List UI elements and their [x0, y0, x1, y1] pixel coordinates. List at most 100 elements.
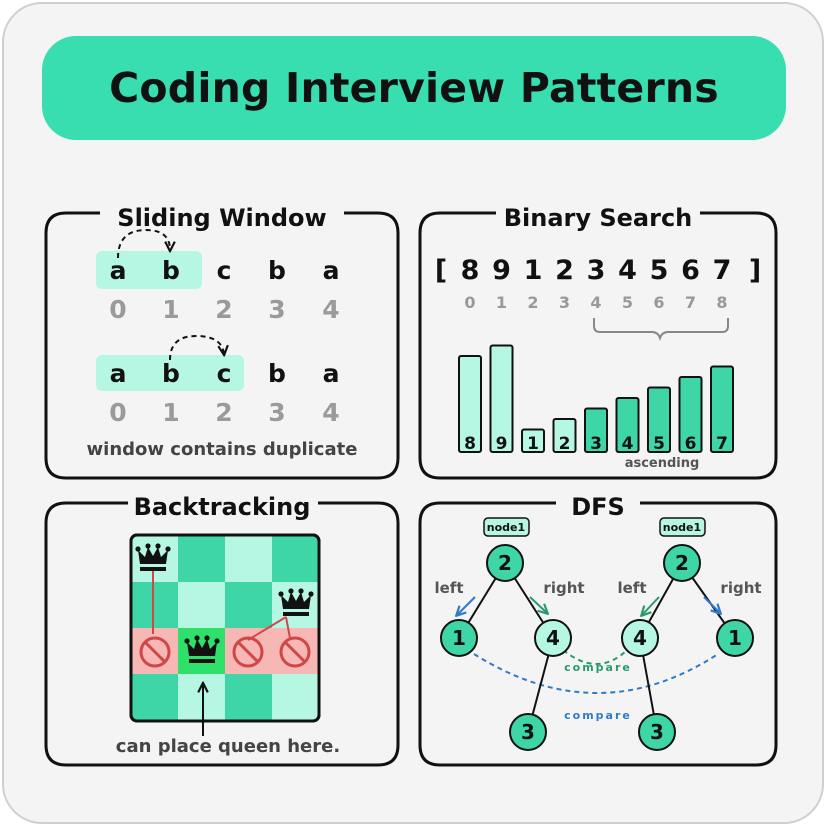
dashed-arrow-row2 [169, 334, 224, 361]
left-label: left [434, 579, 463, 597]
array-value: 5 [650, 255, 669, 286]
row2-index: 0 [109, 398, 126, 427]
binary-search-border [418, 211, 778, 480]
array-index: 5 [622, 293, 633, 312]
array-index: 0 [464, 293, 475, 312]
backtracking-panel: Backtracking [44, 493, 400, 767]
row2-letter: c [217, 359, 232, 388]
bar-label: 8 [464, 434, 476, 454]
dfs-border [418, 501, 778, 767]
node-value: 4 [633, 626, 647, 650]
bar-label: 2 [559, 434, 571, 454]
array-value: 6 [681, 255, 700, 286]
board-cell [132, 674, 178, 720]
row2-index: 1 [162, 398, 179, 427]
value-bar [615, 397, 640, 453]
value-bar [489, 344, 514, 453]
page-title: Coding Interview Patterns [109, 64, 719, 112]
board-cell [178, 582, 225, 628]
row1-index: 3 [268, 295, 285, 324]
window-highlight-row1 [96, 251, 202, 289]
dfs-title: DFS [571, 493, 625, 521]
array-index: 2 [527, 293, 538, 312]
window-highlight-row2 [96, 355, 244, 391]
tree-node [663, 544, 701, 582]
array-index: 8 [716, 293, 727, 312]
dfs-panel: DFS compare compare left right left righ… [418, 493, 778, 767]
row1-indices: 0 1 2 3 4 [109, 295, 339, 324]
bar-label: 7 [716, 434, 728, 454]
row2-indices: 0 1 2 3 4 [109, 398, 339, 427]
tree-node [621, 619, 659, 657]
board-cell [178, 536, 225, 582]
node-tag-label: node1 [487, 521, 525, 534]
bar-label: 4 [622, 434, 634, 454]
backtracking-caption: can place queen here. [116, 736, 340, 757]
node-value: 3 [521, 720, 535, 744]
bar-label: 1 [527, 434, 539, 454]
right-arrow [529, 596, 547, 613]
value-bar [678, 376, 703, 453]
tree-node [440, 619, 478, 657]
right-label: right [720, 579, 761, 597]
node-value: 2 [675, 551, 689, 575]
node-tag [483, 517, 530, 537]
open-bracket: [ [435, 255, 447, 286]
tree-node [509, 713, 547, 751]
backtracking-border [44, 501, 400, 767]
sliding-window-panel: Sliding Window a b c b a 0 1 2 3 4 a b c… [44, 204, 400, 480]
value-bar [521, 428, 545, 453]
row1-letter: c [217, 256, 232, 285]
array-value: 7 [713, 255, 732, 286]
row2-index: 2 [215, 398, 232, 427]
compare-label: compare [564, 661, 632, 674]
close-bracket: ] [749, 255, 761, 286]
value-bar [458, 355, 482, 453]
sorted-half-brace [593, 318, 729, 342]
compare-arc-outer [473, 653, 719, 694]
sliding-window-caption: window contains duplicate [87, 439, 358, 460]
row1-letters: a b c b a [110, 256, 340, 285]
board-cell [178, 674, 225, 720]
array-index: 4 [590, 293, 601, 312]
row2-letter: b [162, 359, 180, 388]
row2-letter: a [323, 359, 340, 388]
attack-line [285, 616, 291, 639]
right-arrow [703, 596, 720, 613]
bar-label: 3 [590, 434, 602, 454]
row1-index: 1 [162, 295, 179, 324]
row1-letter: a [323, 256, 340, 285]
compare-arc-inner [562, 649, 628, 665]
array-index: 1 [496, 293, 507, 312]
binary-search-title: Binary Search [504, 204, 693, 232]
sliding-window-border [44, 211, 400, 480]
bar-label: 5 [653, 434, 665, 454]
bar-label: 6 [685, 434, 697, 454]
title-banner: Coding Interview Patterns [42, 36, 786, 140]
board-cell [225, 582, 272, 628]
array-value: 9 [492, 255, 511, 286]
bar-label: 9 [496, 434, 508, 454]
array-value: 4 [618, 255, 637, 286]
tree-node [486, 544, 524, 582]
board-cell [225, 536, 272, 582]
left-arrow [457, 596, 476, 615]
node-value: 1 [728, 626, 742, 650]
row1-index: 2 [215, 295, 232, 324]
row1-letter: a [110, 256, 127, 285]
node-value: 2 [498, 551, 512, 575]
row2-letter: b [268, 359, 286, 388]
dashed-arrow-row1 [117, 228, 170, 259]
array-index: 7 [685, 293, 696, 312]
node-tag-label: node1 [663, 521, 701, 534]
value-bar [552, 418, 577, 453]
attack-line [247, 616, 287, 641]
ascending-label: ascending [625, 456, 700, 471]
array-index: 3 [559, 293, 570, 312]
node-value: 1 [452, 626, 466, 650]
left-arrow [642, 596, 660, 615]
